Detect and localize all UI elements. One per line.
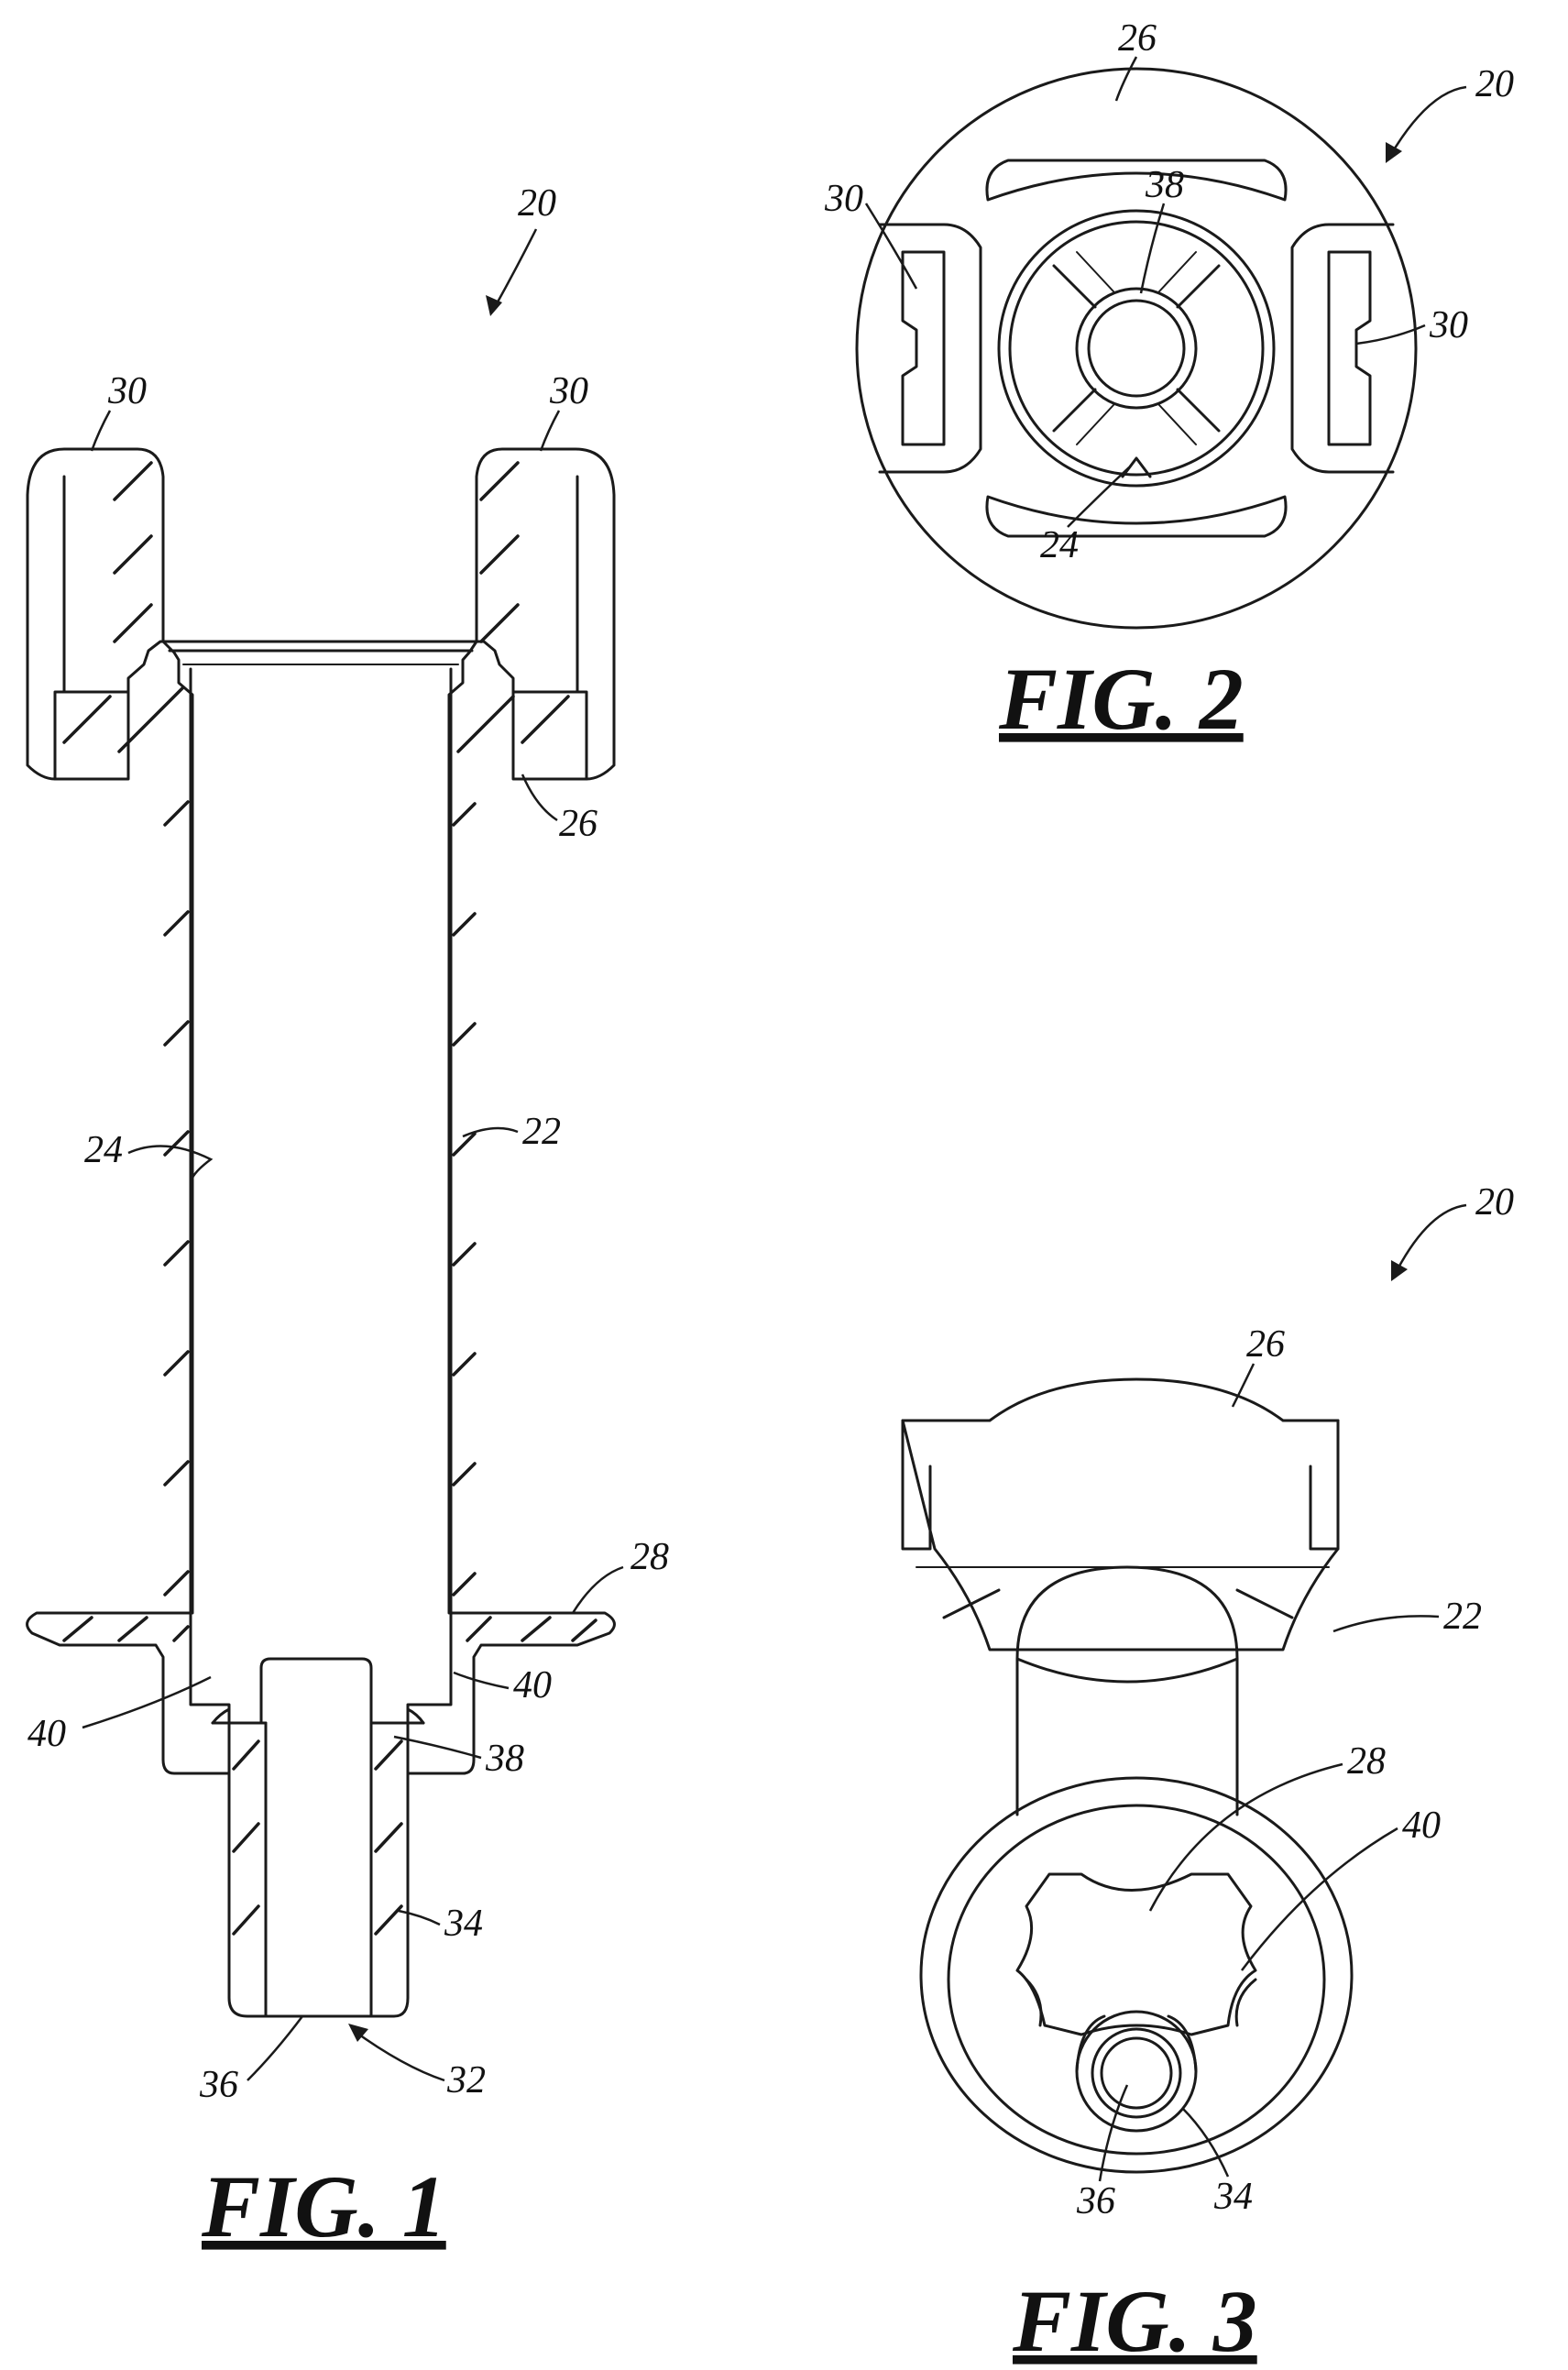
fig1-ref-26: 26 xyxy=(559,803,598,845)
fig2-ref-38: 38 xyxy=(1145,164,1184,206)
fig1-ref-38: 38 xyxy=(485,1738,524,1780)
fig2-ref-20: 20 xyxy=(1475,63,1514,105)
fig2-ref-24: 24 xyxy=(1040,524,1079,566)
fig2-label: FIG. 2 xyxy=(998,650,1244,748)
fig2-ref-30-right: 30 xyxy=(1429,304,1468,346)
fig3-perspective-view: 20 26 22 28 40 36 34 FIG. 3 xyxy=(903,1181,1514,2370)
fig3-ref-26: 26 xyxy=(1246,1323,1285,1366)
fig1-label: FIG. 1 xyxy=(201,2157,446,2255)
fig3-label: FIG. 3 xyxy=(1012,2272,1257,2370)
fig2-ref-26: 26 xyxy=(1118,17,1157,60)
fig1-ref-24: 24 xyxy=(84,1129,123,1171)
fig3-ref-20: 20 xyxy=(1475,1181,1514,1223)
fig1-ref-36: 36 xyxy=(199,2064,238,2106)
fig1-hatching xyxy=(64,463,596,1934)
fig3-ref-40: 40 xyxy=(1402,1805,1441,1847)
fig1-ref-20: 20 xyxy=(518,182,556,225)
fig1-ref-34: 34 xyxy=(444,1903,483,1945)
fig1-ref-40-right: 40 xyxy=(513,1664,552,1706)
fig3-ref-28: 28 xyxy=(1347,1740,1386,1783)
fig3-ref-36: 36 xyxy=(1076,2180,1115,2222)
fig1-ref-32: 32 xyxy=(446,2059,486,2101)
fig2-end-view: 26 20 30 38 30 24 FIG. 2 xyxy=(824,17,1514,748)
fig3-ref-22: 22 xyxy=(1443,1596,1482,1638)
fig1-ref-22: 22 xyxy=(522,1111,561,1153)
fig1-ref-28: 28 xyxy=(630,1536,669,1578)
fig1-ref-30-right: 30 xyxy=(549,370,588,412)
fig3-ref-34: 34 xyxy=(1213,2176,1253,2218)
fig2-ref-30-left: 30 xyxy=(824,178,863,220)
fig1-ref-40-left: 40 xyxy=(27,1713,66,1755)
fig1-section-view: 20 30 30 26 24 22 28 40 40 38 34 36 32 F… xyxy=(27,182,669,2255)
fig1-ref-30-left: 30 xyxy=(107,370,147,412)
